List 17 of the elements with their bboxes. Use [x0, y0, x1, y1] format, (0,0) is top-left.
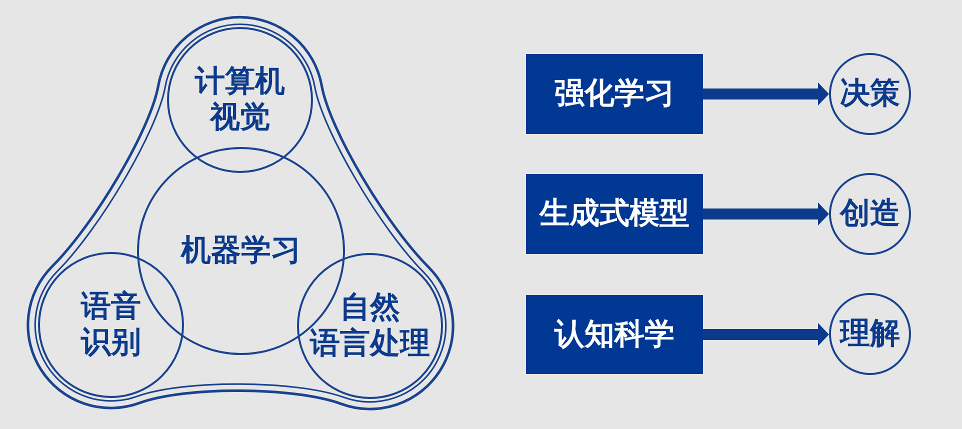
arrow [703, 202, 829, 226]
topic-label: 机器学习 [180, 233, 302, 269]
topic-label: 生成式模型 [540, 196, 690, 232]
rounded-triangle-outline [26, 15, 456, 411]
topic-label: 自然语言处理 [308, 290, 431, 362]
topic-label: 认知科学 [554, 316, 674, 352]
arrow [703, 323, 829, 346]
topic-box [526, 174, 703, 254]
arrow [703, 82, 829, 106]
topic-box [526, 295, 703, 374]
topic-label: 语音识别 [80, 289, 142, 361]
outcome-label: 理解 [840, 316, 900, 352]
outcome-label: 创造 [840, 196, 900, 232]
topic-label: 强化学习 [554, 76, 674, 112]
topic-label: 计算机视觉 [194, 64, 286, 136]
outcome-label: 决策 [840, 76, 900, 112]
topic-box [526, 54, 703, 134]
